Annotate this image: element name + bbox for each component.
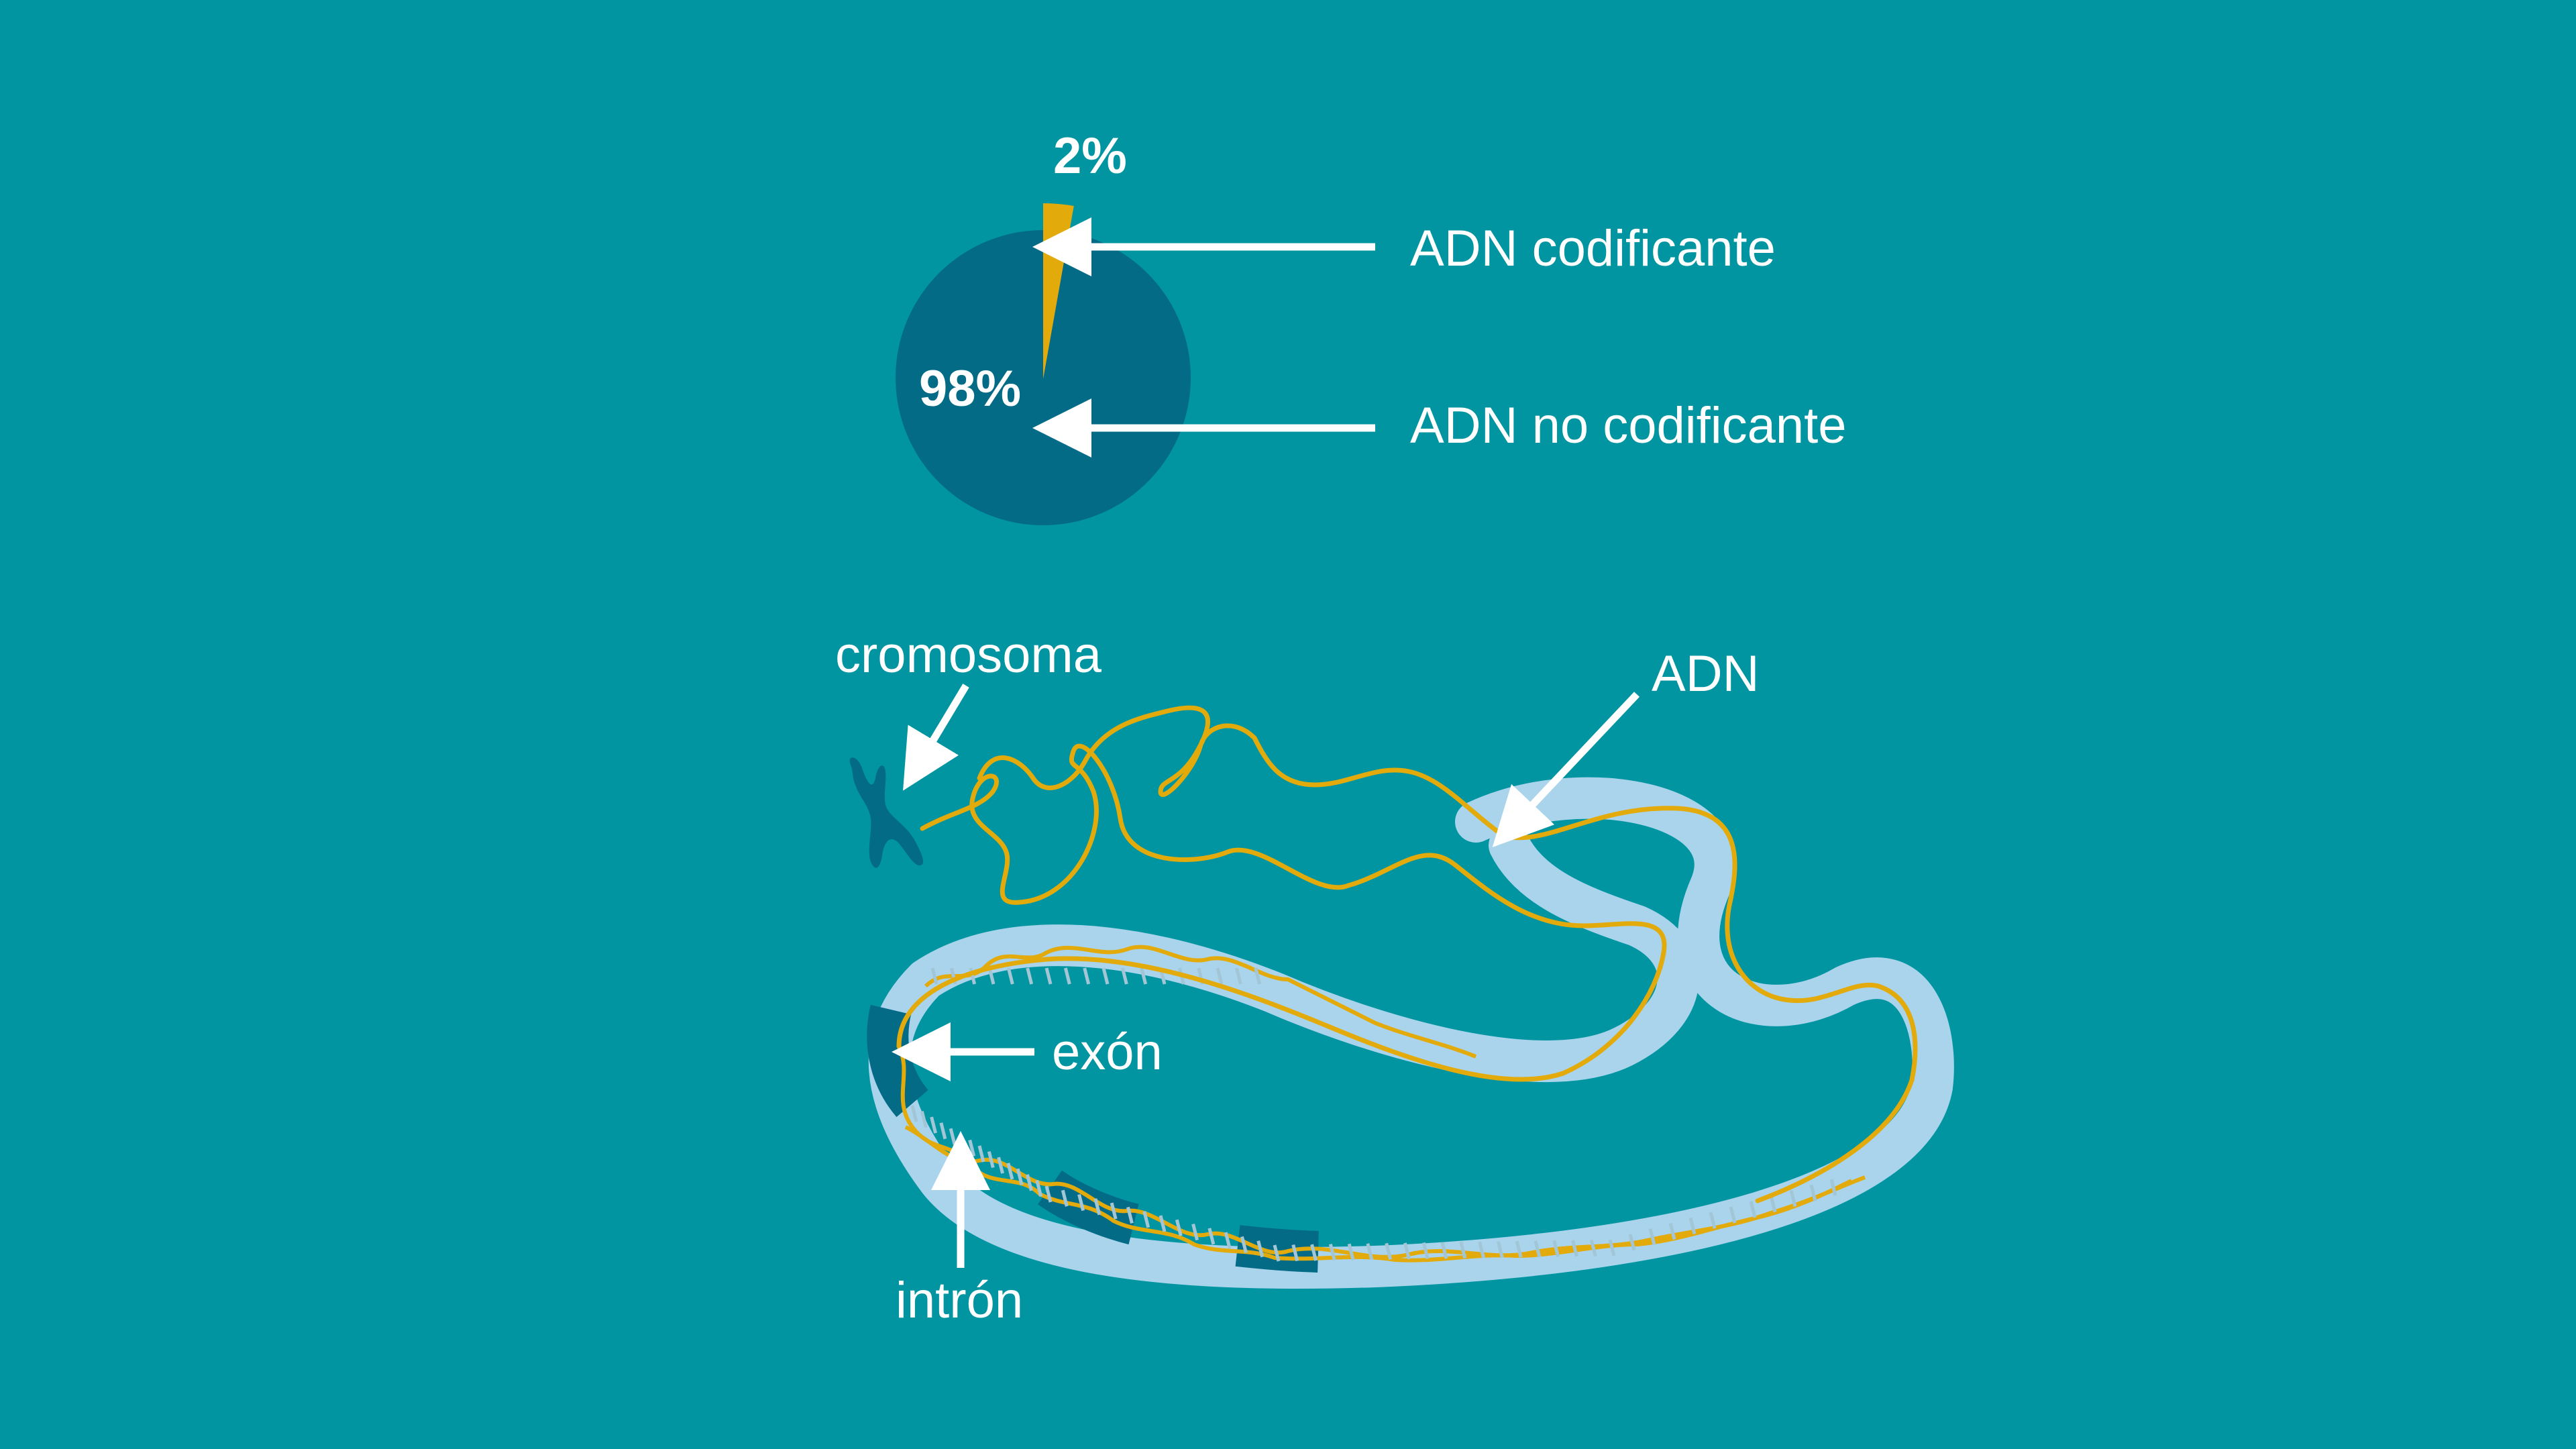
helix-rung xyxy=(1208,1228,1216,1245)
helix-rung xyxy=(1515,1240,1523,1258)
helix-rung xyxy=(1478,1241,1485,1258)
helix-rung xyxy=(1385,1242,1393,1260)
helix-rung xyxy=(1126,1206,1134,1224)
pie-label-noncoding-percent: 98% xyxy=(919,360,1021,417)
label-chromosome: cromosoma xyxy=(835,627,1102,684)
helix-rung xyxy=(1589,1239,1597,1257)
helix-rung xyxy=(1102,967,1110,985)
helix-rung xyxy=(1366,1243,1374,1260)
arrow-chromosome xyxy=(903,684,969,791)
dna-sleeve xyxy=(868,777,1954,1289)
helix-rung xyxy=(987,967,996,985)
helix-rung xyxy=(1829,1179,1837,1196)
helix-rung xyxy=(1016,1168,1024,1185)
helix-rung xyxy=(1077,1193,1085,1212)
helix-rung xyxy=(1026,967,1034,985)
helix-rung xyxy=(1035,1179,1043,1197)
dna-strand xyxy=(896,743,1667,1082)
helix-rung xyxy=(1552,1240,1560,1257)
helix-rung xyxy=(1175,1219,1183,1236)
helix-rung xyxy=(1496,1241,1504,1258)
helix-rung xyxy=(1026,1174,1033,1191)
arrow-dna xyxy=(1492,692,1640,847)
helix-rung xyxy=(1140,967,1148,985)
helix-rung xyxy=(930,1116,937,1134)
label-noncoding-dna: ADN no codificante xyxy=(1410,397,1847,454)
helix-rung xyxy=(1234,967,1242,985)
dna-strand-upper xyxy=(977,705,1918,1203)
helix-rung xyxy=(1273,1244,1281,1262)
helix-rung xyxy=(1789,1189,1797,1208)
helix-rung xyxy=(930,967,938,985)
helix-rung xyxy=(1809,1184,1817,1201)
helix-rung xyxy=(1006,967,1014,985)
helix-rung xyxy=(1254,967,1262,985)
helix-rung xyxy=(1628,1234,1636,1251)
helix-rung xyxy=(920,1110,928,1128)
helix-rung xyxy=(1291,1244,1299,1262)
helix-rung xyxy=(1440,1242,1448,1259)
helix-rung xyxy=(1310,1244,1318,1261)
helix-rung xyxy=(1006,1163,1014,1180)
helix-rung xyxy=(1749,1201,1757,1218)
helix-rung xyxy=(1044,967,1053,985)
helix-rung xyxy=(1729,1206,1737,1224)
helix-rung xyxy=(1110,1202,1118,1220)
label-intron: intrón xyxy=(896,1272,1023,1329)
helix-rung xyxy=(1083,967,1091,985)
helix-rung xyxy=(1347,1243,1355,1260)
helix-rung xyxy=(1159,1215,1167,1232)
helix-rung xyxy=(1648,1228,1656,1246)
helix-rung xyxy=(997,1157,1004,1174)
pie-label-coding-percent: 2% xyxy=(1053,127,1127,184)
helix-rung xyxy=(1191,1223,1199,1241)
helix-rung xyxy=(1571,1240,1578,1257)
helix-rung xyxy=(1403,1242,1411,1260)
helix-rung xyxy=(1061,1189,1069,1207)
helix-rung xyxy=(1668,1222,1676,1240)
helix-rungs xyxy=(910,967,1837,1262)
helix-rung xyxy=(1240,1236,1248,1254)
helix-rung xyxy=(1421,1242,1430,1260)
helix-rung xyxy=(1459,1241,1467,1259)
helix-rung xyxy=(1328,1244,1336,1261)
helix-rung xyxy=(1224,1232,1232,1249)
helix-rung xyxy=(1256,1240,1265,1258)
helix-rung xyxy=(1216,967,1224,985)
exon-segment xyxy=(867,1004,929,1118)
helix-rung xyxy=(969,967,977,985)
helix-rung xyxy=(1063,967,1071,985)
label-exon: exón xyxy=(1052,1024,1163,1081)
helix-rung xyxy=(1093,1198,1102,1216)
helix-rung xyxy=(1608,1239,1616,1256)
helix-rung xyxy=(1688,1217,1697,1234)
helix-rung xyxy=(1142,1211,1150,1228)
helix-rung xyxy=(1044,1185,1053,1203)
label-coding-dna: ADN codificante xyxy=(1410,220,1776,277)
label-dna: ADN xyxy=(1652,645,1759,702)
helix-rung xyxy=(1709,1212,1717,1229)
helix-rung xyxy=(1534,1240,1542,1258)
helix-rung xyxy=(1769,1195,1777,1213)
chromosome-icon xyxy=(849,757,924,868)
helix-rung xyxy=(910,1105,918,1122)
exon-segment xyxy=(1235,1225,1319,1273)
helix-rung xyxy=(1120,967,1128,985)
